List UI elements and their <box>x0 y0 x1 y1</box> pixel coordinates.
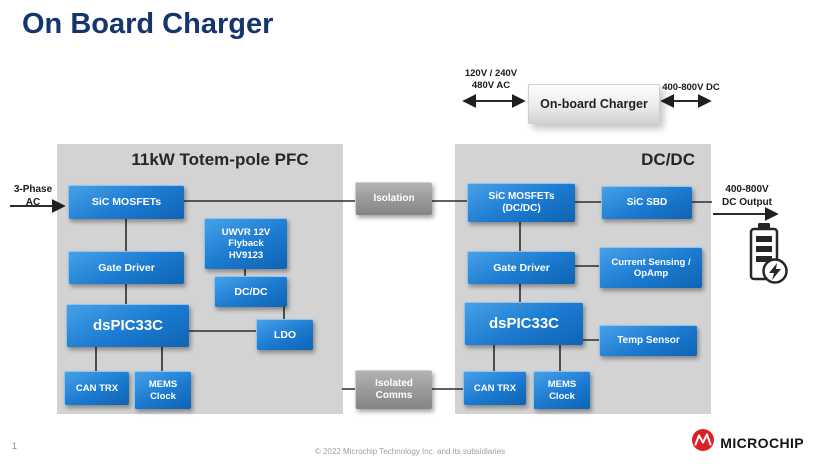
page-title: On Board Charger <box>22 8 274 40</box>
dcdc-temp-sensor-block: Temp Sensor <box>599 325 697 356</box>
pfc-uwvr-flyback-block: UWVR 12V Flyback HV9123 <box>204 218 287 269</box>
microchip-brand: MICROCHIP <box>691 428 804 457</box>
dcdc-sic-mosfets-block: SiC MOSFETs (DC/DC) <box>467 183 575 222</box>
battery-charging-icon <box>743 220 789 295</box>
pfc-ldo-block: LDO <box>256 319 313 350</box>
dcdc-can-trx-block: CAN TRX <box>463 371 526 405</box>
dc-output-top-label: 400-800V DC <box>662 82 720 93</box>
brand-wordmark: MICROCHIP <box>720 434 804 451</box>
pfc-mems-clock-block: MEMS Clock <box>134 371 191 409</box>
pfc-sic-mosfets-block: SiC MOSFETs <box>68 185 184 219</box>
dc-output-right-label: 400-800V DC Output <box>722 184 772 208</box>
dcdc-mems-clock-block: MEMS Clock <box>533 371 590 409</box>
ac-input-label: 120V / 240V 480V AC <box>464 68 518 91</box>
isolation-block: Isolation <box>355 182 432 215</box>
pfc-can-trx-block: CAN TRX <box>64 371 129 405</box>
dcdc-gate-driver-block: Gate Driver <box>467 251 575 284</box>
page-number: 1 <box>12 441 18 451</box>
pfc-gate-driver-block: Gate Driver <box>68 251 184 284</box>
pfc-panel-title: 11kW Totem-pole PFC <box>131 150 309 169</box>
isolated-comms-block: Isolated Comms <box>355 370 432 409</box>
copyright-text: © 2022 Microchip Technology Inc. and its… <box>314 447 506 456</box>
pfc-dcdc-block: DC/DC <box>214 276 287 307</box>
dcdc-dspic33c-block: dsPIC33C <box>464 302 583 345</box>
dcdc-panel-title: DC/DC <box>641 150 695 169</box>
dcdc-sic-sbd-block: SiC SBD <box>601 186 692 219</box>
on-board-charger-box: On-board Charger <box>528 84 660 124</box>
pfc-dspic33c-block: dsPIC33C <box>66 304 189 347</box>
microchip-logo-icon <box>691 428 715 457</box>
dcdc-current-sensing-block: Current Sensing / OpAmp <box>599 247 702 288</box>
phase-input-label: 3-Phase AC <box>13 184 53 208</box>
